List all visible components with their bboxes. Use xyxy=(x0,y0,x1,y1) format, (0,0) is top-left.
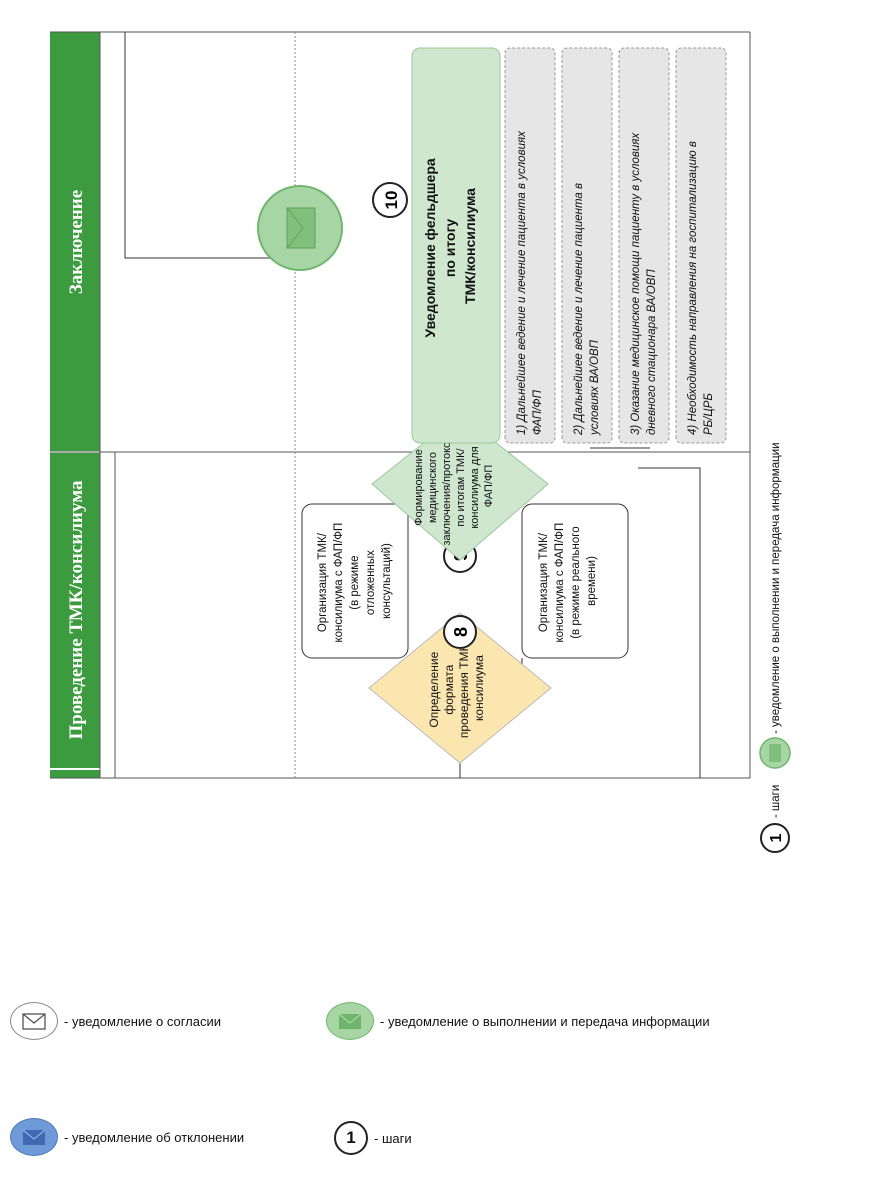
legend-steps: 1 - шаги xyxy=(326,1121,412,1155)
svg-text:Формирование медицинског: Формирование медицинского заключения/про… xyxy=(413,427,495,546)
rotated-legend-green-label: - уведомление о выполнении и передача ин… xyxy=(770,442,782,734)
legend-consent: - уведомление о согласии xyxy=(10,1002,221,1040)
lane-title-tmk: Проведение ТМК/консилиума xyxy=(66,480,87,740)
deferred-line: консилиума с ФАП/ФП xyxy=(333,523,345,643)
notify-line: ТМК/консилиума xyxy=(462,188,478,304)
notify-line: по итогу xyxy=(442,219,458,278)
step-label-10: 10 xyxy=(382,191,401,210)
svg-text:4) Необходимость направления н: 4) Необходимость направления на госпитал… xyxy=(687,138,715,435)
deferred-consult-box xyxy=(301,503,409,659)
legend-reject: - уведомление об отклонении xyxy=(10,1118,244,1156)
process-diagram: Проведение ТМК/консилиума Заключение Опр… xyxy=(50,31,791,853)
step-badge-10 xyxy=(372,182,408,218)
protocol-line: по итогам ТМК/ xyxy=(455,448,467,527)
step-badge-8 xyxy=(443,615,477,649)
format-decision-line: Определение xyxy=(427,651,441,727)
realtime-line: времени) xyxy=(586,556,598,606)
step-number-badge: 1 xyxy=(334,1121,368,1155)
envelope-green-icon xyxy=(326,1002,374,1040)
lane-header-prev xyxy=(50,770,100,778)
protocol-line: медицинского xyxy=(427,452,439,523)
rotated-diagram: Проведение ТМК/консилиума Заключение Опр… xyxy=(50,31,791,853)
option-note-2 xyxy=(561,47,613,444)
option-line: 2) Дальнейшее ведение и лечение пациента… xyxy=(573,183,585,436)
notify-line: Уведомление фельдшера xyxy=(422,158,438,337)
option-line: условиях ВА/ОВП xyxy=(589,339,601,436)
realtime-line: (в режиме реального xyxy=(570,526,582,638)
svg-text:Уведомление фельдшера по: Уведомление фельдшера по итогу ТМК/конси… xyxy=(422,154,478,337)
envelope-blue-icon xyxy=(10,1118,58,1156)
option-line: ФАП/ФП xyxy=(532,389,544,435)
format-decision-line: проведения ТМК/ xyxy=(457,641,471,739)
svg-text:2) Дальнейшее ведение и лечени: 2) Дальнейшее ведение и лечение пациента… xyxy=(573,180,601,436)
legend-reject-label: - уведомление об отклонении xyxy=(64,1129,245,1145)
rotated-legend-step-number: 1 xyxy=(768,833,785,842)
option-note-1 xyxy=(504,47,556,444)
deferred-line: (в режиме xyxy=(349,555,361,609)
deferred-line: Организация ТМК/ xyxy=(317,532,329,632)
legend-done-label: - уведомление о выполнении и передача ин… xyxy=(380,1013,710,1029)
option-line: 4) Необходимость направления на госпитал… xyxy=(687,141,699,435)
option-note-4 xyxy=(675,47,727,444)
svg-text:Организация ТМК/ консили: Организация ТМК/ консилиума с ФАП/ФП (в … xyxy=(317,520,393,643)
legend-steps-label: - шаги xyxy=(374,1130,412,1146)
rotated-legend-step-badge xyxy=(760,823,790,853)
option-line: дневного стационара ВА/ОВП xyxy=(646,269,658,435)
deferred-line: консультаций) xyxy=(381,543,393,619)
svg-text:Определение формата: Определение формата проведения ТМК/ конс… xyxy=(427,638,486,738)
realtime-line: консилиума с ФАП/ФП xyxy=(554,523,566,643)
legend-done: - уведомление о выполнении и передача ин… xyxy=(326,1002,710,1040)
svg-text:Организация ТМК/ консили: Организация ТМК/ консилиума с ФАП/ФП (в … xyxy=(538,520,598,643)
legend-consent-label: - уведомление о согласии xyxy=(64,1013,222,1029)
rotated-legend-step-label: - шаги xyxy=(770,785,782,818)
format-decision-line: консилиума xyxy=(472,655,486,721)
lane-header-conclusion xyxy=(50,32,100,452)
option-line: 3) Оказание медицинское помощи пациенту … xyxy=(630,132,642,435)
svg-text:3) Оказание медицинское помощи: 3) Оказание медицинское помощи пациенту … xyxy=(630,130,658,435)
deferred-line: отложенных xyxy=(365,550,377,615)
envelope-outline-icon xyxy=(10,1002,58,1040)
realtime-consult-box xyxy=(521,503,629,659)
option-line: 1) Дальнейшее ведение и лечение пациента… xyxy=(516,130,528,435)
notify-feldsher-box xyxy=(411,47,501,444)
realtime-line: Организация ТМК/ xyxy=(538,532,550,632)
lane-header-tmk xyxy=(50,452,100,768)
protocol-line: Формирование xyxy=(413,449,425,526)
format-decision-line: формата xyxy=(442,664,456,714)
protocol-line: ФАП/ФП xyxy=(483,465,495,508)
lane-title-conclusion: Заключение xyxy=(66,190,87,294)
svg-text:1) Дальнейшее ведение и лечени: 1) Дальнейшее ведение и лечение пациента… xyxy=(516,128,544,435)
protocol-line: консилиума для xyxy=(469,446,481,528)
option-note-3 xyxy=(618,47,670,444)
protocol-line: заключения/протокола xyxy=(441,429,453,546)
option-line: РБ/ЦРБ xyxy=(703,393,715,435)
format-decision-diamond xyxy=(368,612,552,764)
step-label-8: 8 xyxy=(451,627,471,637)
